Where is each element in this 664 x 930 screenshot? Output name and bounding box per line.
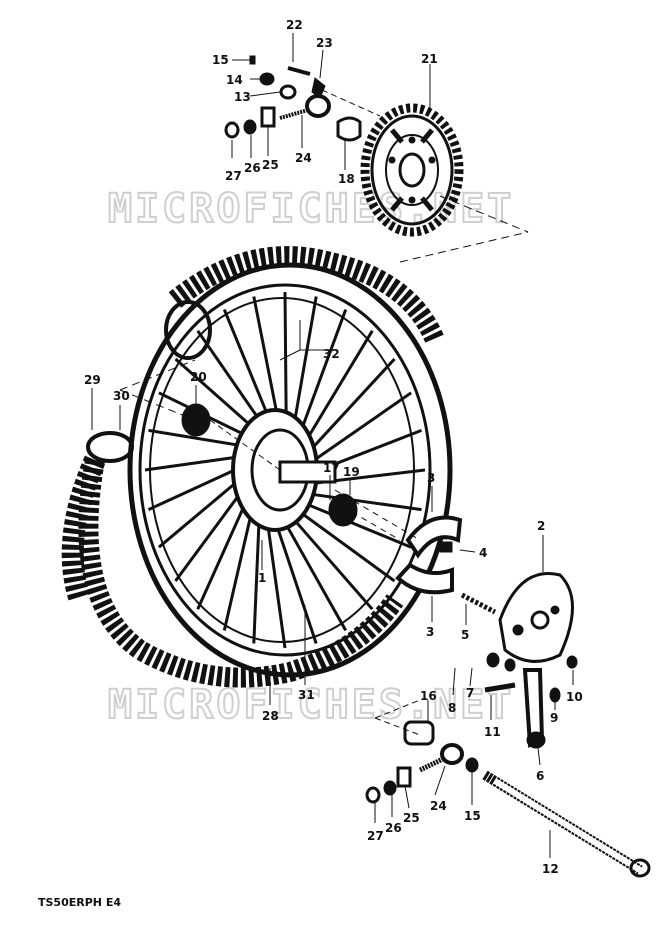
label-27-bottom: 27	[367, 829, 384, 843]
label-13: 13	[234, 90, 251, 104]
tire-lower-section	[61, 359, 404, 688]
label-10: 10	[566, 690, 583, 704]
spoke	[264, 509, 287, 649]
spoke	[290, 504, 396, 583]
diagram-code: TS50ERPH E4	[38, 896, 121, 909]
label-25-top: 25	[262, 158, 279, 172]
leader-lines	[91, 33, 574, 858]
label-23: 23	[316, 36, 333, 50]
label-2: 2	[537, 519, 545, 533]
label-26-bottom: 26	[385, 821, 402, 835]
label-24-top: 24	[295, 151, 312, 165]
spoke	[305, 391, 412, 468]
wheel-hub	[181, 403, 358, 532]
spoke	[300, 491, 422, 512]
brake-shoes	[395, 515, 463, 595]
label-14: 14	[226, 73, 243, 87]
label-24-bottom: 24	[430, 799, 447, 813]
label-9: 9	[550, 711, 558, 725]
spoke	[196, 329, 268, 432]
spoke	[222, 498, 256, 631]
label-15-top: 15	[212, 53, 229, 67]
label-30: 30	[113, 389, 130, 403]
spoke	[196, 491, 252, 610]
spoke	[277, 511, 348, 632]
label-20: 20	[190, 370, 207, 384]
spoke	[144, 454, 249, 472]
label-28: 28	[262, 709, 279, 723]
label-12: 12	[542, 862, 559, 876]
axle-hardware	[365, 720, 479, 804]
label-32: 32	[323, 347, 340, 361]
spoke	[148, 428, 252, 449]
tire-upper-section	[164, 195, 529, 360]
label-16: 16	[420, 689, 437, 703]
label-8: 8	[448, 701, 456, 715]
spoke	[296, 498, 412, 549]
brake-cam-lever	[374, 652, 578, 749]
label-31: 31	[298, 688, 315, 702]
spoke	[303, 357, 396, 458]
label-3-bottom: 3	[426, 625, 434, 639]
label-26-top: 26	[244, 161, 261, 175]
label-22: 22	[286, 18, 303, 32]
spoke	[284, 508, 374, 611]
spoke	[283, 291, 288, 431]
part-number-labels: 22 23 15 14 13 21 27 26 25 24 18 32 29 2…	[84, 18, 583, 876]
spoke	[222, 309, 275, 429]
label-17: 17	[323, 461, 340, 475]
axis-lines	[334, 489, 421, 541]
watermark-bottom: MICROFICHES.NET	[108, 682, 514, 728]
rear-sprocket	[360, 103, 464, 237]
rear-axle	[482, 770, 651, 878]
label-18: 18	[338, 172, 355, 186]
spoke	[157, 472, 248, 549]
label-1: 1	[258, 571, 266, 585]
spoke	[290, 296, 318, 435]
spoke	[252, 296, 282, 429]
spoke	[174, 482, 249, 582]
label-19: 19	[343, 465, 360, 479]
spoke	[300, 330, 374, 449]
label-15-bottom: 15	[464, 809, 481, 823]
label-27-top: 27	[225, 169, 242, 183]
label-21: 21	[421, 52, 438, 66]
spoke	[252, 505, 262, 644]
spoke	[270, 511, 318, 644]
spoke	[147, 463, 247, 511]
label-11: 11	[484, 725, 501, 739]
spoke	[174, 357, 262, 436]
label-3-top: 3	[427, 471, 435, 485]
label-4: 4	[479, 546, 487, 560]
brake-panel	[460, 572, 574, 663]
label-6: 6	[536, 769, 544, 783]
label-5: 5	[461, 628, 469, 642]
label-25-bottom: 25	[403, 811, 420, 825]
spoke	[296, 309, 348, 442]
label-7: 7	[466, 686, 474, 700]
label-29: 29	[84, 373, 101, 387]
